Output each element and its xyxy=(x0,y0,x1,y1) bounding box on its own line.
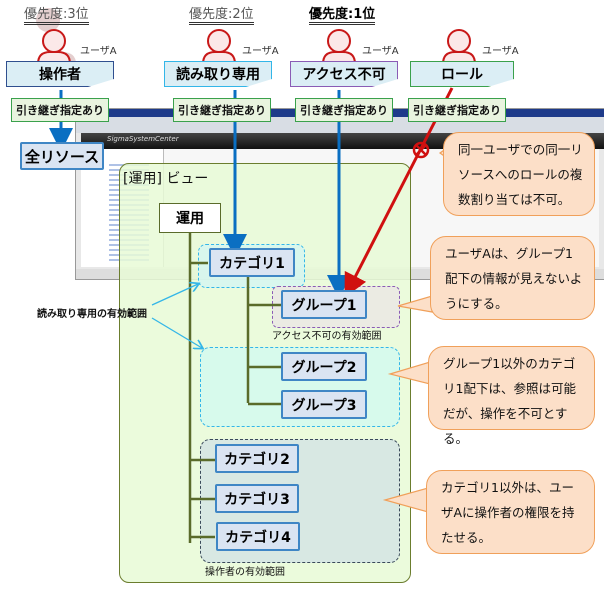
group1-node: グループ1 xyxy=(281,290,367,319)
group3-node: グループ3 xyxy=(281,390,367,419)
inherit-badge: 引き継ぎ指定あり xyxy=(408,98,506,122)
user-icon-readonly xyxy=(201,29,237,65)
readonly-scope-label: 読み取り専用の有効範囲 xyxy=(37,309,147,320)
user-label: ユーザA xyxy=(242,46,279,57)
noaccess-scope-label: アクセス不可の有効範囲 xyxy=(272,331,382,342)
user-label: ユーザA xyxy=(482,46,519,57)
category4-node: カテゴリ4 xyxy=(216,522,300,551)
callout-multi-role: 同一ユーザでの同一リソースへのロールの複数割り当ては不可。 xyxy=(443,132,595,216)
callout-operator: カテゴリ1以外は、ユーザAに操作者の権限を持たせる。 xyxy=(426,470,595,554)
category3-node: カテゴリ3 xyxy=(215,484,299,513)
user-icon-role xyxy=(441,29,477,65)
inherit-badge: 引き継ぎ指定あり xyxy=(173,98,271,122)
callout-readonly: グループ1以外のカテゴリ1配下は、参照は可能だが、操作を不可とする。 xyxy=(428,346,595,446)
operator-scope-label: 操作者の有効範囲 xyxy=(205,567,285,578)
group2-node: グループ2 xyxy=(281,352,367,381)
role-operator: 操作者 xyxy=(6,61,114,87)
callout-group1-hidden: ユーザAは、グループ1配下の情報が見えないようにする。 xyxy=(430,236,595,320)
role-noaccess: アクセス不可 xyxy=(290,61,398,87)
prohibited-icon xyxy=(412,141,430,159)
view-title: [運用] ビュー xyxy=(123,171,209,187)
category1-node: カテゴリ1 xyxy=(209,248,295,277)
inherit-badge: 引き継ぎ指定あり xyxy=(295,98,393,122)
role-readonly: 読み取り専用 xyxy=(164,61,272,87)
user-label: ユーザA xyxy=(362,46,399,57)
user-label: ユーザA xyxy=(80,46,117,57)
priority-1-label: 優先度:1位 xyxy=(309,7,376,25)
role-role: ロール xyxy=(410,61,514,87)
all-resources-node: 全リソース xyxy=(20,142,104,170)
user-icon-noaccess xyxy=(321,29,357,65)
inherit-badge: 引き継ぎ指定あり xyxy=(11,98,109,122)
priority-3-label: 優先度:3位 xyxy=(24,7,89,25)
app-name: SigmaSystemCenter xyxy=(107,135,179,143)
priority-2-label: 優先度:2位 xyxy=(189,7,254,25)
root-node: 運用 xyxy=(159,203,221,233)
category2-node: カテゴリ2 xyxy=(215,444,299,473)
